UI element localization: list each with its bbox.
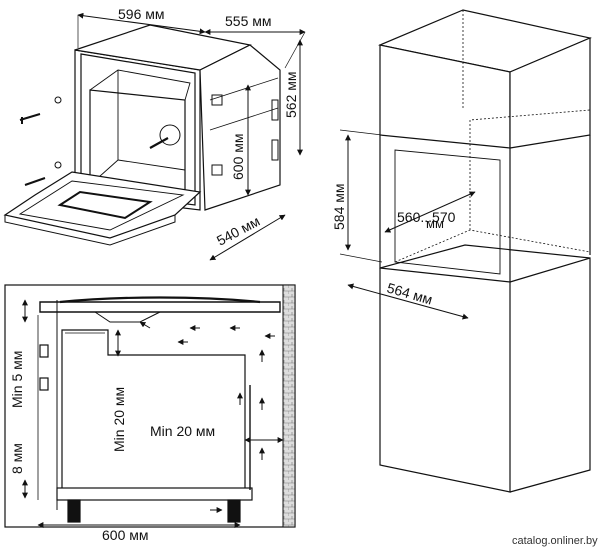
niche-depth-label: 564 мм (385, 280, 434, 308)
min-side-gap-label: Min 20 мм (150, 423, 215, 439)
cabinet-dimension-lines (339, 129, 476, 320)
bottom-gap-label: 8 мм (9, 443, 25, 474)
niche-width-label: 560...570 (397, 209, 456, 225)
section-illustration (4, 284, 296, 528)
oven-width-label: 596 мм (118, 6, 165, 22)
niche-height-label: 584 мм (331, 184, 347, 231)
min-top-gap-label: Min 5 мм (9, 351, 25, 408)
watermark: catalog.onliner.by (512, 535, 598, 547)
airflow-arrows (139, 321, 275, 513)
oven-inner-height-label: 600 мм (230, 134, 246, 181)
section-width-label: 600 мм (102, 527, 149, 543)
oven-height-label: 562 мм (283, 72, 299, 119)
oven-depth-label: 555 мм (225, 13, 272, 29)
min-back-gap-label: Min 20 мм (111, 387, 127, 452)
niche-width-unit: мм (426, 216, 444, 231)
section-dimension-lines (22, 299, 284, 528)
oven-dimension-lines (77, 12, 306, 261)
cabinet-illustration (377, 9, 592, 493)
